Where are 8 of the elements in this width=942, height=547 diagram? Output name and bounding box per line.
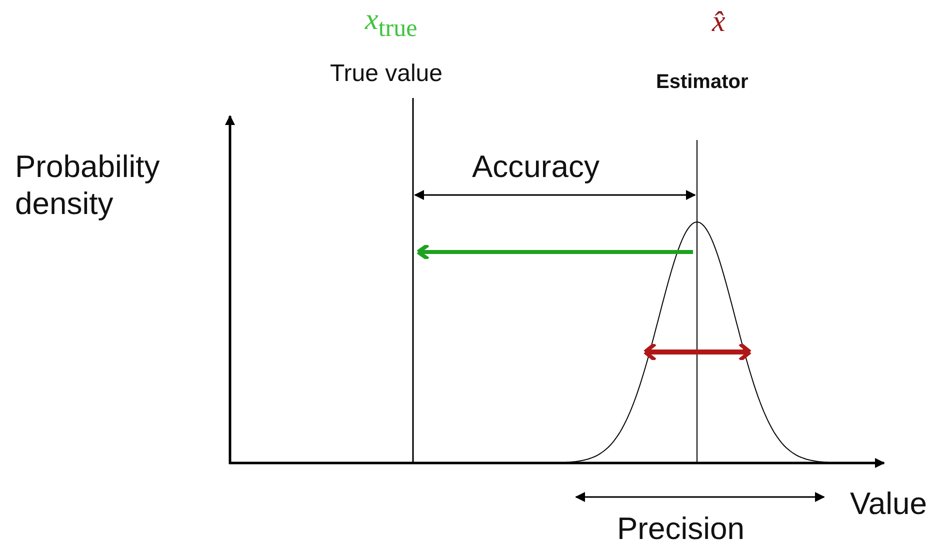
axis-title: Value	[850, 485, 927, 522]
axis-title: Probability density	[15, 148, 161, 222]
variable-label: x$_{true}$	[365, 2, 418, 44]
axis-annotation: Estimator	[656, 70, 748, 94]
dimension-label: Precision	[617, 510, 744, 547]
dimension-label: Accuracy	[472, 148, 600, 186]
variable-label: x̂	[712, 4, 726, 40]
axis-annotation: True value	[330, 60, 442, 89]
